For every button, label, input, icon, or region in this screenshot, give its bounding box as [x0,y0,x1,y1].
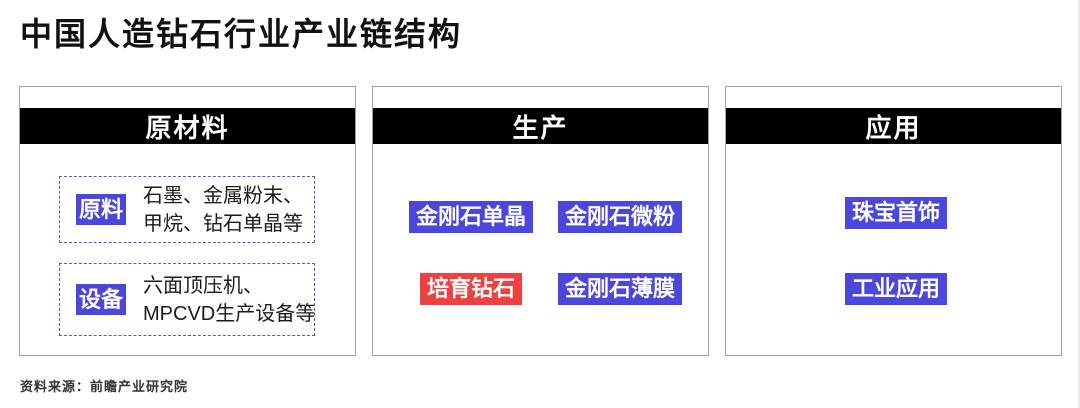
panel-header-production: 生产 [373,108,708,144]
source-note: 资料来源：前瞻产业研究院 [20,379,189,394]
page-title: 中国人造钻石行业产业链结构 [20,16,463,52]
panel-application: 应用 珠宝首饰 工业应用 [725,86,1062,356]
tag-industrial-application: 工业应用 [845,273,948,305]
group-text-line: MPCVD生产设备等 [143,302,316,325]
group-equipment: 设备 六面顶压机、 MPCVD生产设备等 [59,263,315,336]
group-text-line: 六面顶压机、 [143,274,264,297]
panels-row: 原材料 原料 石墨、金属粉末、 甲烷、钻石单晶等 设备 六面顶压机、 MPCVD… [19,86,1062,356]
panel-header-raw-materials: 原材料 [20,108,355,144]
tag-jewelry: 珠宝首饰 [845,197,948,229]
tag-diamond-single-crystal: 金刚石单晶 [409,201,534,233]
group-text-line: 甲烷、钻石单晶等 [143,212,304,235]
page-edge-divider [1078,0,1080,408]
tag-diamond-film: 金刚石薄膜 [558,273,683,305]
label-raw-material: 原料 [76,194,127,225]
tag-diamond-micropowder: 金刚石微粉 [558,201,683,233]
panel-raw-materials: 原材料 原料 石墨、金属粉末、 甲烷、钻石单晶等 设备 六面顶压机、 MPCVD… [19,86,356,356]
group-text-raw-material: 石墨、金属粉末、 甲烷、钻石单晶等 [143,182,303,238]
group-raw-material-inputs: 原料 石墨、金属粉末、 甲烷、钻石单晶等 [59,176,315,243]
panel-production: 生产 金刚石单晶 金刚石微粉 培育钻石 金刚石薄膜 [372,86,709,356]
tag-lab-grown-diamond: 培育钻石 [420,273,523,305]
label-equipment: 设备 [76,284,127,315]
group-text-line: 石墨、金属粉末、 [143,184,304,207]
group-text-equipment: 六面顶压机、 MPCVD生产设备等 [143,272,315,328]
panel-header-application: 应用 [726,108,1061,144]
